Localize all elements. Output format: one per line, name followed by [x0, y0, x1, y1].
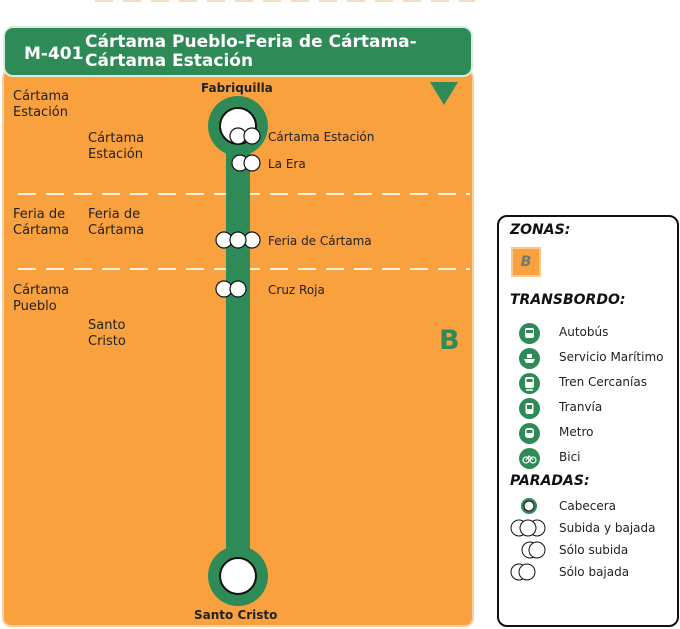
legend-up-symbol	[521, 541, 546, 559]
legend-parada-label: Cabecera	[559, 499, 616, 513]
zone-name-left: Cártama Estación	[13, 89, 70, 120]
route-code: M-401	[24, 44, 84, 64]
header-bar	[3, 26, 473, 77]
legend-transbordo-label: Servicio Marítimo	[559, 350, 664, 364]
legend-zone-box: B	[511, 247, 541, 277]
stop-label: La Era	[268, 157, 306, 171]
stop-marker-down	[215, 280, 247, 298]
legend-parada-label: Sólo subida	[559, 543, 629, 557]
route-line	[226, 125, 250, 577]
legend-both-symbol	[510, 519, 546, 537]
stop-marker-up	[231, 154, 261, 172]
legend-transbordo-title: TRANSBORDO:	[510, 292, 626, 308]
legend-transbordo-label: Autobús	[559, 325, 609, 339]
tram-icon	[519, 398, 540, 419]
legend-transbordo-label: Tren Cercanías	[559, 375, 647, 389]
boat-icon	[519, 348, 540, 369]
legend-transbordo-label: Tranvía	[559, 400, 603, 414]
stop-marker-both	[229, 127, 261, 145]
metro-icon	[519, 423, 540, 444]
train-icon	[519, 373, 540, 394]
legend-stop-symbols	[510, 498, 546, 581]
zone-letter: B	[439, 325, 460, 356]
stop-label: Feria de Cártama	[268, 234, 372, 248]
legend-paradas-title: PARADAS:	[510, 473, 590, 489]
zone-name-left: Cártama Pueblo	[13, 283, 70, 314]
bike-icon	[519, 448, 540, 469]
legend-panel: ZONAS: B TRANSBORDO: Autobús Servicio Ma…	[497, 215, 679, 627]
legend-parada-label: Subida y bajada	[559, 521, 656, 535]
legend-transbordo-label: Metro	[559, 425, 594, 439]
legend-down-symbol	[510, 563, 536, 581]
terminal-label-top: Fabriquilla	[201, 81, 273, 95]
terminal-stop-bottom-inner	[219, 557, 257, 595]
direction-triangle-icon	[430, 82, 458, 105]
legend-transbordo-label: Bici	[559, 450, 581, 464]
route-title: Cártama Pueblo-Feria de Cártama-Cártama …	[85, 32, 417, 71]
stop-marker-both	[215, 231, 261, 249]
terminal-label-bottom: Santo Cristo	[194, 608, 278, 622]
zone-name-mid: Cártama Estación	[88, 131, 145, 162]
zone-name-mid: Feria de Cártama	[88, 207, 145, 238]
stop-label: Cártama Estación	[268, 130, 375, 144]
zone-name-mid: Santo Cristo	[88, 318, 126, 349]
zone-name-left: Feria de Cártama	[13, 207, 70, 238]
bus-icon	[519, 323, 540, 344]
stop-label: Cruz Roja	[268, 283, 325, 297]
legend-parada-label: Sólo bajada	[559, 565, 630, 579]
legend-zonas-title: ZONAS:	[510, 222, 571, 238]
